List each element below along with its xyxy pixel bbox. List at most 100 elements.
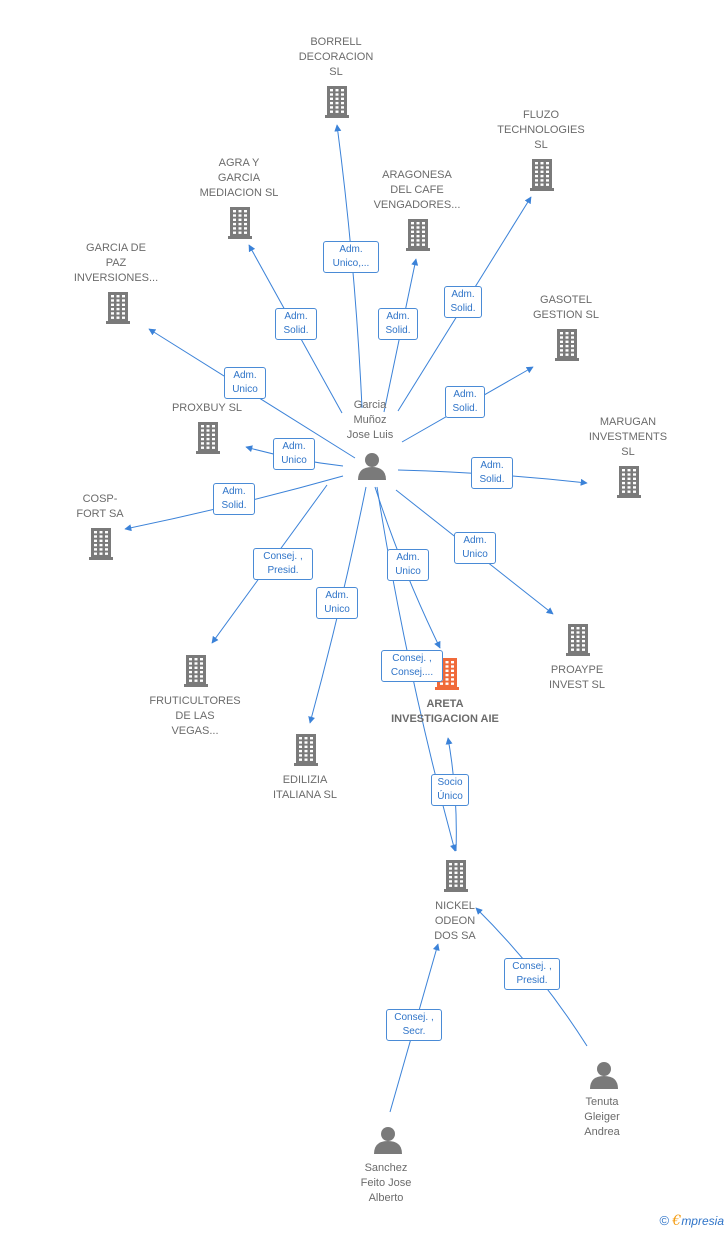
edge-label-line: Presid.: [267, 565, 299, 576]
building-icon-nickel[interactable]: [444, 860, 468, 892]
building-icon-agra[interactable]: [228, 207, 252, 239]
node-label-line: Muñoz: [353, 414, 387, 426]
person-icon-center[interactable]: [358, 453, 386, 480]
node-label-line: MEDIACION SL: [199, 187, 279, 199]
edge-label-center-fluzo[interactable]: Adm.Solid.: [444, 286, 482, 318]
edge-label-center-areta[interactable]: Adm. Unico: [387, 549, 429, 581]
edge-label-center-cosp[interactable]: Adm.Solid.: [213, 483, 255, 515]
edge-label-line: Solid.: [479, 474, 505, 485]
edge-label-center-edilizia[interactable]: Adm.Unico: [316, 587, 358, 619]
edge-label-line: Consej. ,: [512, 961, 552, 972]
edge-label-line: Consej....: [390, 667, 434, 678]
edge-label-center-proxbuy[interactable]: Adm.Unico: [273, 438, 315, 470]
edge-label-line: Único: [437, 791, 463, 802]
edge-label-line: Consej. ,: [394, 1012, 434, 1023]
edge-label-center-marugan[interactable]: Adm.Solid.: [471, 457, 513, 489]
building-icon-cosp[interactable]: [89, 528, 113, 560]
node-label-line: Gleiger: [584, 1111, 620, 1123]
edge-label-line: Adm.: [386, 311, 410, 322]
node-label-line: Andrea: [584, 1126, 620, 1138]
node-label-proxbuy[interactable]: PROXBUY SL: [157, 401, 257, 416]
node-label-line: INVESTMENTS: [588, 431, 668, 443]
edge-label-line: Unico: [462, 549, 488, 560]
node-label-marugan[interactable]: MARUGAN INVESTMENTS SL: [578, 415, 678, 460]
node-label-edilizia[interactable]: EDILIZIA ITALIANA SL: [255, 773, 355, 803]
node-label-aragonesa[interactable]: ARAGONESA DEL CAFE VENGADORES...: [362, 168, 472, 213]
building-icon-aragonesa[interactable]: [406, 219, 430, 251]
building-icon-proxbuy[interactable]: [196, 422, 220, 454]
empresia-wordmark: mpresia: [681, 1214, 724, 1228]
edge-label-line: Adm.: [396, 552, 420, 563]
edge-label-center-nickel[interactable]: Consej. ,Consej....: [381, 650, 443, 682]
edge-label-line: Unico,...: [332, 258, 370, 269]
node-label-cosp[interactable]: COSP-FORT SA: [65, 492, 135, 522]
edge-label-center-garciadepaz[interactable]: Adm. Unico: [224, 367, 266, 399]
edge-label-sanchez-nickel[interactable]: Consej. ,Secr.: [386, 1009, 442, 1041]
node-label-line: Sanchez: [364, 1162, 408, 1174]
node-label-line: DEL CAFE: [390, 184, 444, 196]
edge-label-line: Adm.: [339, 244, 363, 255]
node-label-line: VENGADORES...: [373, 199, 461, 211]
edge-label-line: Unico: [232, 384, 258, 395]
node-label-line: VEGAS...: [171, 725, 219, 737]
node-label-line: MARUGAN: [599, 416, 657, 428]
edge-label-line: Adm.: [453, 389, 477, 400]
edge-label-center-proaype[interactable]: Adm. Unico: [454, 532, 496, 564]
building-icon-garciadepaz[interactable]: [106, 292, 130, 324]
node-label-line: ARAGONESA: [382, 169, 452, 181]
edge-label-tenuta-nickel[interactable]: Consej. ,Presid.: [504, 958, 560, 990]
edge-label-line: Adm.: [284, 311, 308, 322]
node-label-line: BORRELL: [310, 36, 362, 48]
edge-label-line: Adm.: [233, 370, 257, 381]
node-label-line: SL: [329, 66, 343, 78]
empresia-watermark[interactable]: © €mpresia: [659, 1213, 724, 1229]
node-label-line: INVERSIONES...: [73, 272, 159, 284]
node-label-line: ITALIANA SL: [273, 789, 337, 801]
empresia-logo-icon: €: [672, 1213, 682, 1229]
node-label-line: Feito Jose: [360, 1177, 412, 1189]
person-icon-tenuta[interactable]: [590, 1062, 618, 1089]
node-label-line: SL: [621, 446, 635, 458]
building-icon-borrell[interactable]: [325, 86, 349, 118]
edge-label-center-gasotel[interactable]: Adm.Solid.: [445, 386, 485, 418]
building-icon-fluzo[interactable]: [530, 159, 554, 191]
node-label-line: EDILIZIA: [282, 774, 328, 786]
edge-label-line: Solid.: [450, 303, 476, 314]
person-icon-sanchez[interactable]: [374, 1127, 402, 1154]
node-label-line: INVESTIGACION AIE: [391, 713, 499, 725]
edge-label-line: Socio: [437, 777, 463, 788]
node-label-line: PROXBUY SL: [171, 402, 243, 414]
building-icon-gasotel[interactable]: [555, 329, 579, 361]
node-label-line: INVEST SL: [548, 679, 606, 691]
node-label-line: TECHNOLOGIES: [497, 124, 585, 136]
edge-label-line: Adm.: [463, 535, 487, 546]
edge-label-line: Unico: [395, 566, 421, 577]
building-icon-marugan[interactable]: [617, 466, 641, 498]
node-label-line: PAZ: [105, 257, 127, 269]
building-icon-proaype[interactable]: [566, 624, 590, 656]
node-label-line: GESTION SL: [532, 309, 600, 321]
node-label-line: SL: [534, 139, 548, 151]
icons-layer: [89, 86, 641, 1154]
node-label-areta[interactable]: ARETA INVESTIGACION AIE: [370, 697, 520, 727]
node-label-line: Alberto: [368, 1192, 404, 1204]
edge-label-center-agra[interactable]: Adm.Solid.: [275, 308, 317, 340]
node-label-line: ARETA: [426, 698, 464, 710]
edge-label-center-borrell[interactable]: Adm. Unico,...: [323, 241, 379, 273]
building-icon-edilizia[interactable]: [294, 734, 318, 766]
edge-label-center-aragonesa[interactable]: Adm.Solid.: [378, 308, 418, 340]
edge-label-center-fruti[interactable]: Consej. ,Presid.: [253, 548, 313, 580]
building-icon-fruti[interactable]: [184, 655, 208, 687]
